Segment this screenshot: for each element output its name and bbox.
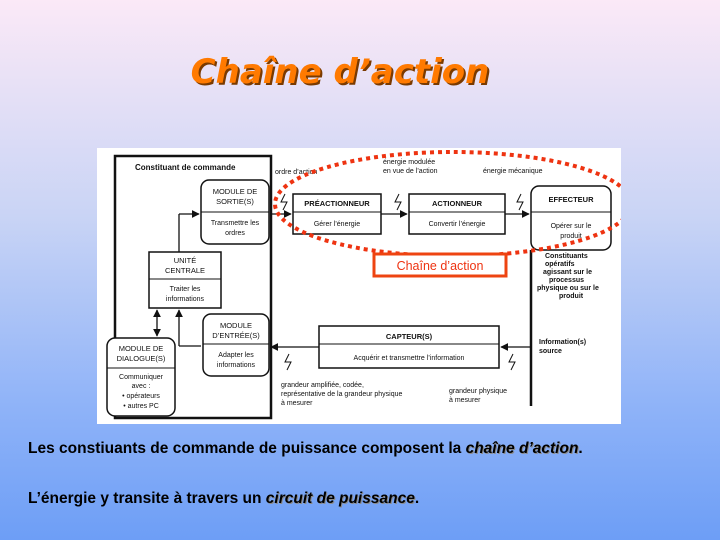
grandeur-physique-line2: à mesurer [449,397,481,404]
energy-zigzag-3 [516,193,524,211]
label-energie-modulee-1: énergie modulée [383,159,435,166]
module-sortie-box: MODULE DE SORTIE(S) Transmettre les ordr… [200,179,270,245]
caption-line-2-text: L’énergie y transite à travers un [28,490,266,507]
svg-text:MODULE: MODULE [220,321,252,330]
svg-text:Traiter les: Traiter les [170,286,201,293]
svg-text:• autres PC: • autres PC [123,403,159,410]
module-dialogue-box: MODULE DE DIALOGUE(S) Communiquer avec :… [106,337,176,417]
caption-line-2-emphasis: circuit de puissance [265,490,415,507]
slide-title: Chaîne d’action [190,52,490,92]
caption-line-1-text: Les constiuants de commande de puissance… [28,440,466,457]
svg-text:Opérer sur le: Opérer sur le [551,223,592,230]
label-energie-modulee-2: en vue de l’action [383,168,438,175]
svg-text:PRÉACTIONNEUR: PRÉACTIONNEUR [304,199,370,208]
grandeur-physique-line1: grandeur physique [449,388,507,395]
actionneur-box: ACTIONNEUR Convertir l’énergie [408,193,506,235]
svg-text:informations: informations [166,296,205,303]
info-source-line1: Information(s) [539,339,586,346]
label-ordre: ordre d’action [275,169,318,176]
effecteur-box: EFFECTEUR Opérer sur le produit [530,185,612,251]
operatifs-line6: produit [559,293,584,300]
caption-line-1-emphasis: chaîne d’action [465,440,579,457]
grandeur-amplifiee-line2: représentative de la grandeur physique [281,391,403,398]
svg-text:MODULE DE: MODULE DE [213,187,258,196]
energy-zigzag-1 [280,193,288,211]
command-frame-label: Constituant de commande [135,163,236,172]
svg-text:avec :: avec : [132,383,151,390]
caption-line-1-end: . [578,440,583,457]
svg-text:EFFECTEUR: EFFECTEUR [549,195,595,204]
action-chain-diagram: Constituant de commande MODULE DE SORTIE… [97,148,621,424]
grandeur-amplifiee-line3: à mesurer [281,400,313,407]
svg-text:Adapter les: Adapter les [218,352,254,359]
chain-label-text: Chaîne d’action [397,259,484,273]
info-source-line2: source [539,348,562,355]
signal-zigzag-2 [508,353,516,371]
energy-zigzag-2 [394,193,402,211]
caption-line-2-end: . [414,490,420,507]
svg-text:produit: produit [560,233,581,240]
svg-text:CENTRALE: CENTRALE [165,266,205,275]
svg-text:DIALOGUE(S): DIALOGUE(S) [117,354,166,363]
caption-line-1: Les constiuants de commande de puissance… [28,438,698,460]
svg-text:CAPTEUR(S): CAPTEUR(S) [386,332,433,341]
command-frame [113,154,273,420]
chain-label-box [372,252,508,278]
grandeur-amplifiee-line1: grandeur amplifiée, codée, [281,382,364,389]
unite-centrale-box: UNITÉ CENTRALE Traiter les informations [148,251,222,309]
svg-text:SORTIE(S): SORTIE(S) [216,197,254,206]
caption-line-2: L’énergie y transite à travers un circui… [28,488,698,510]
operatifs-line3: agissant sur le [543,269,592,276]
svg-text:Communiquer: Communiquer [119,374,164,381]
operatifs-line4: processus [549,277,584,284]
svg-text:informations: informations [217,362,256,369]
operatifs-line1: Constituants [545,253,588,260]
svg-text:ACTIONNEUR: ACTIONNEUR [432,199,483,208]
svg-text:D’ENTRÉE(S): D’ENTRÉE(S) [212,331,260,340]
capteur-box: CAPTEUR(S) Acquérir et transmettre l’inf… [318,325,500,369]
svg-text:ordres: ordres [225,230,245,237]
module-entree-box: MODULE D’ENTRÉE(S) Adapter les informati… [202,313,270,377]
svg-text:MODULE DE: MODULE DE [119,344,164,353]
label-energie-mecanique: énergie mécanique [483,168,543,175]
svg-text:Acquérir et transmettre l’info: Acquérir et transmettre l’information [354,355,465,362]
operatifs-line2: opératifs [545,261,575,268]
svg-text:Gérer l’énergie: Gérer l’énergie [314,221,360,228]
svg-text:UNITÉ: UNITÉ [174,256,197,265]
svg-text:• opérateurs: • opérateurs [122,393,160,400]
operatifs-line5: physique ou sur le [537,285,599,292]
svg-text:Convertir l’énergie: Convertir l’énergie [429,221,486,228]
preactionneur-box: PRÉACTIONNEUR Gérer l’énergie [292,193,382,235]
svg-text:Transmettre les: Transmettre les [211,220,260,227]
signal-zigzag-1 [284,353,292,371]
